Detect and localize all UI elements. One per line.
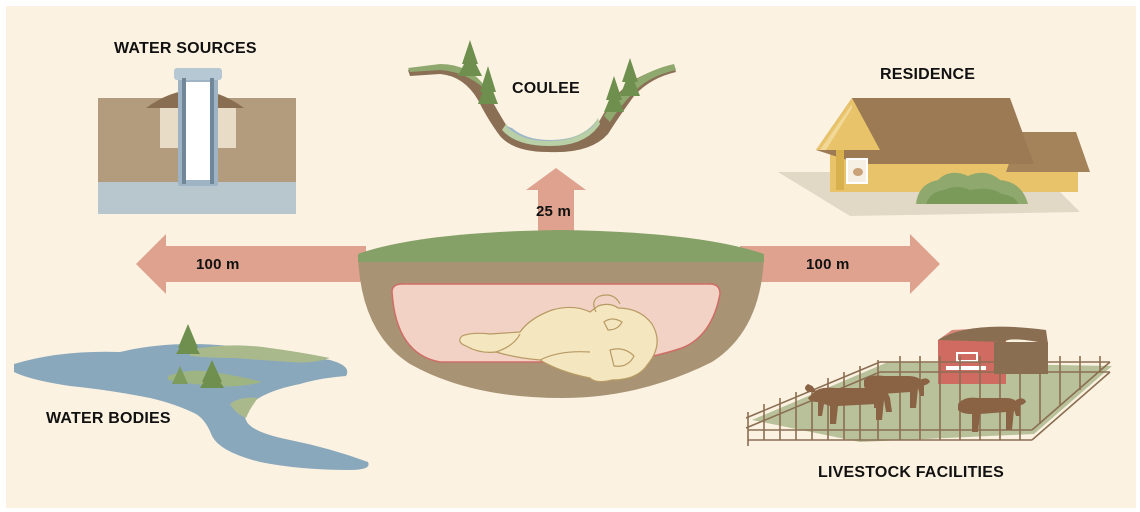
water-bodies-illustration — [14, 324, 369, 470]
well-illustration — [98, 68, 296, 214]
livestock-illustration — [746, 327, 1112, 446]
coulee-label: COULEE — [512, 80, 580, 98]
residence-label: RESIDENCE — [880, 66, 975, 84]
burial-pit — [358, 230, 764, 398]
left-distance-arrow — [136, 234, 366, 294]
water-bodies-label: WATER BODIES — [46, 410, 171, 428]
left-distance-label: 100 m — [196, 256, 240, 273]
right-distance-label: 100 m — [806, 256, 850, 273]
up-distance-label: 25 m — [536, 203, 571, 220]
water-sources-label: WATER SOURCES — [114, 40, 257, 58]
residence-illustration — [778, 98, 1090, 216]
livestock-facilities-label: LIVESTOCK FACILITIES — [818, 464, 1004, 482]
